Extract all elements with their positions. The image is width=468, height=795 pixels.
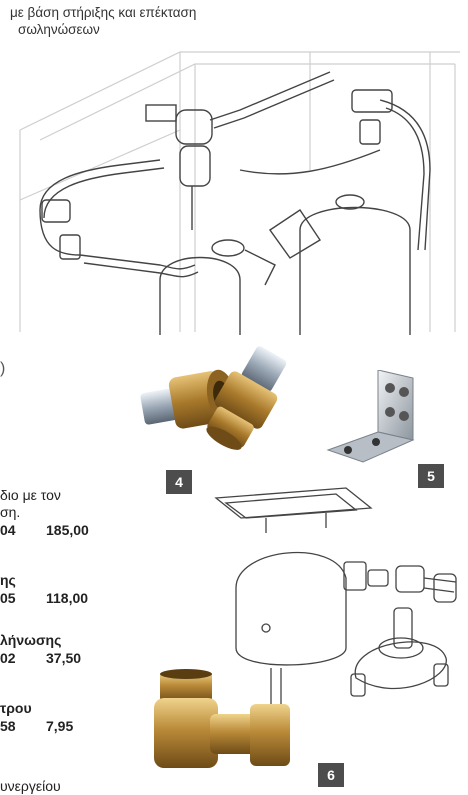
- cutoff-line-b: ση.: [0, 504, 21, 520]
- price-row-4-code: 58: [0, 718, 16, 734]
- brass-elbow-fitting-image: [154, 669, 290, 768]
- cutoff-line-a: διο με τον: [0, 487, 61, 503]
- price-row-1-code: 04: [0, 522, 16, 538]
- price-row-3-price: 37,50: [46, 650, 82, 666]
- filter-housing-line-drawing: [214, 487, 457, 708]
- caption-line-2: σωληνώσεων: [18, 22, 100, 37]
- cutoff-heading-3: λήνωσης: [0, 632, 62, 648]
- caption-line-1: με βάση στήριξης και επέκταση: [10, 5, 197, 20]
- product-caption: με βάση στήριξης και επέκταση σωληνώσεων: [10, 4, 310, 38]
- item-number-5: 5: [418, 464, 444, 488]
- price-row-2: 05 118,00: [0, 590, 88, 606]
- cutoff-parenthesis: ): [0, 360, 6, 377]
- price-row-1-price: 185,00: [46, 522, 89, 538]
- price-row-1: 04 185,00: [0, 522, 89, 538]
- price-row-3: 02 37,50: [0, 650, 81, 666]
- system-line-drawing: [19, 51, 460, 335]
- item-number-4: 4: [166, 470, 192, 494]
- cutoff-tail-line: υνεργείου: [0, 778, 61, 794]
- cutoff-heading-4: τρου: [0, 700, 32, 716]
- price-row-2-code: 05: [0, 590, 16, 606]
- price-row-4-price: 7,95: [46, 718, 74, 734]
- mounting-bracket-image: [326, 370, 415, 463]
- item-number-6: 6: [318, 763, 344, 787]
- price-row-3-code: 02: [0, 650, 16, 666]
- price-row-2-price: 118,00: [46, 590, 89, 606]
- cutoff-heading-2: ης: [0, 572, 16, 588]
- compression-fittings-image: [140, 346, 287, 450]
- price-row-4: 58 7,95: [0, 718, 73, 734]
